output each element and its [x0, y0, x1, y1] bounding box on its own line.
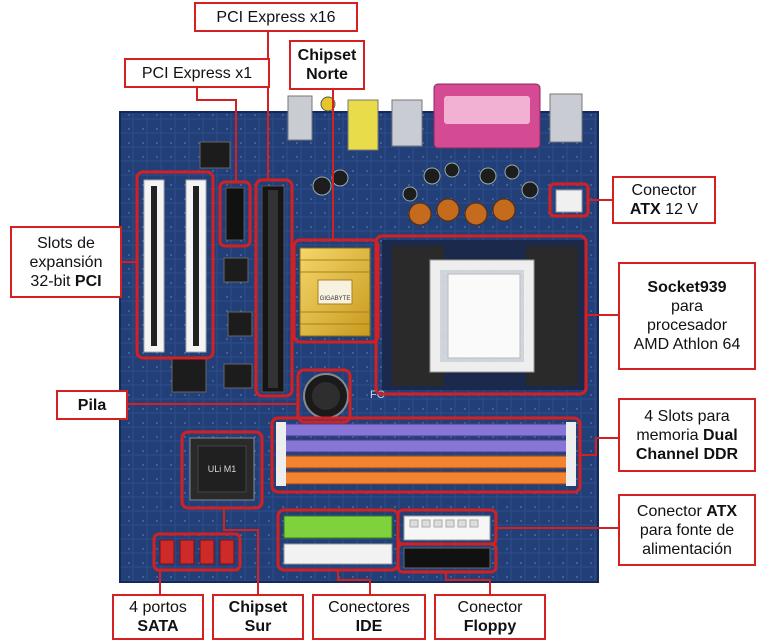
label-floppy: Conector Floppy	[434, 594, 546, 640]
ide-connector-green	[283, 515, 393, 539]
vrm-capacitors	[312, 162, 539, 202]
highlight-battery	[296, 368, 352, 424]
highlight-northbridge	[292, 238, 380, 344]
southbridge-text: ULi M1	[208, 464, 237, 474]
cpu-socket-area	[382, 240, 586, 390]
highlight-sata	[152, 532, 242, 572]
label-pcie-x1: PCI Express x1	[124, 58, 270, 88]
label-atx-12v: Conector ATX 12 V	[612, 176, 716, 224]
label-ide: Conectores IDE	[312, 594, 426, 640]
label-ram-slots: 4 Slots para memoria Dual Channel DDR	[618, 398, 756, 472]
leader-southbridge	[223, 508, 259, 594]
southbridge-chip: ULi M1	[189, 437, 255, 501]
highlight-pci-slots	[135, 170, 215, 360]
leader-floppy	[445, 572, 491, 594]
northbridge-brand: GIGABYTE	[320, 296, 351, 302]
vrm-inductors	[408, 198, 516, 226]
ide-connector-white	[283, 543, 393, 565]
atx-power-connector	[403, 515, 491, 541]
ram-slots	[276, 422, 576, 486]
leader-lines	[122, 28, 618, 594]
label-pcie-x16: PCI Express x16	[194, 2, 358, 32]
sata-connectors	[159, 539, 235, 565]
label-pila: Pila	[56, 390, 128, 420]
leader-ide	[337, 570, 371, 594]
label-chipset-norte: Chipset Norte	[289, 40, 365, 90]
atx12v-connector	[555, 189, 583, 213]
leader-ram	[580, 437, 618, 456]
northbridge-heatsink: GIGABYTE	[299, 247, 371, 337]
misc-ics	[171, 141, 253, 393]
label-chipset-sur: Chipset Sur	[212, 594, 304, 640]
highlight-boxes	[135, 170, 590, 574]
board-fc-mark: FC	[370, 389, 385, 401]
label-socket939: Socket939 para procesador AMD Athlon 64	[618, 262, 756, 370]
rear-io-panel	[287, 83, 583, 151]
highlight-pcie-x16	[254, 178, 294, 398]
highlight-southbridge	[180, 430, 264, 510]
pci-slots	[143, 179, 207, 353]
floppy-connector	[403, 547, 491, 569]
label-atx-power: Conector ATX para fonte de alimentación	[618, 494, 756, 566]
leader-pcie1	[196, 84, 237, 182]
pcie-x1-slot	[225, 187, 245, 241]
label-pci-slots: Slots de expansión 32-bit PCI	[10, 226, 122, 298]
label-sata: 4 portos SATA	[112, 594, 204, 640]
